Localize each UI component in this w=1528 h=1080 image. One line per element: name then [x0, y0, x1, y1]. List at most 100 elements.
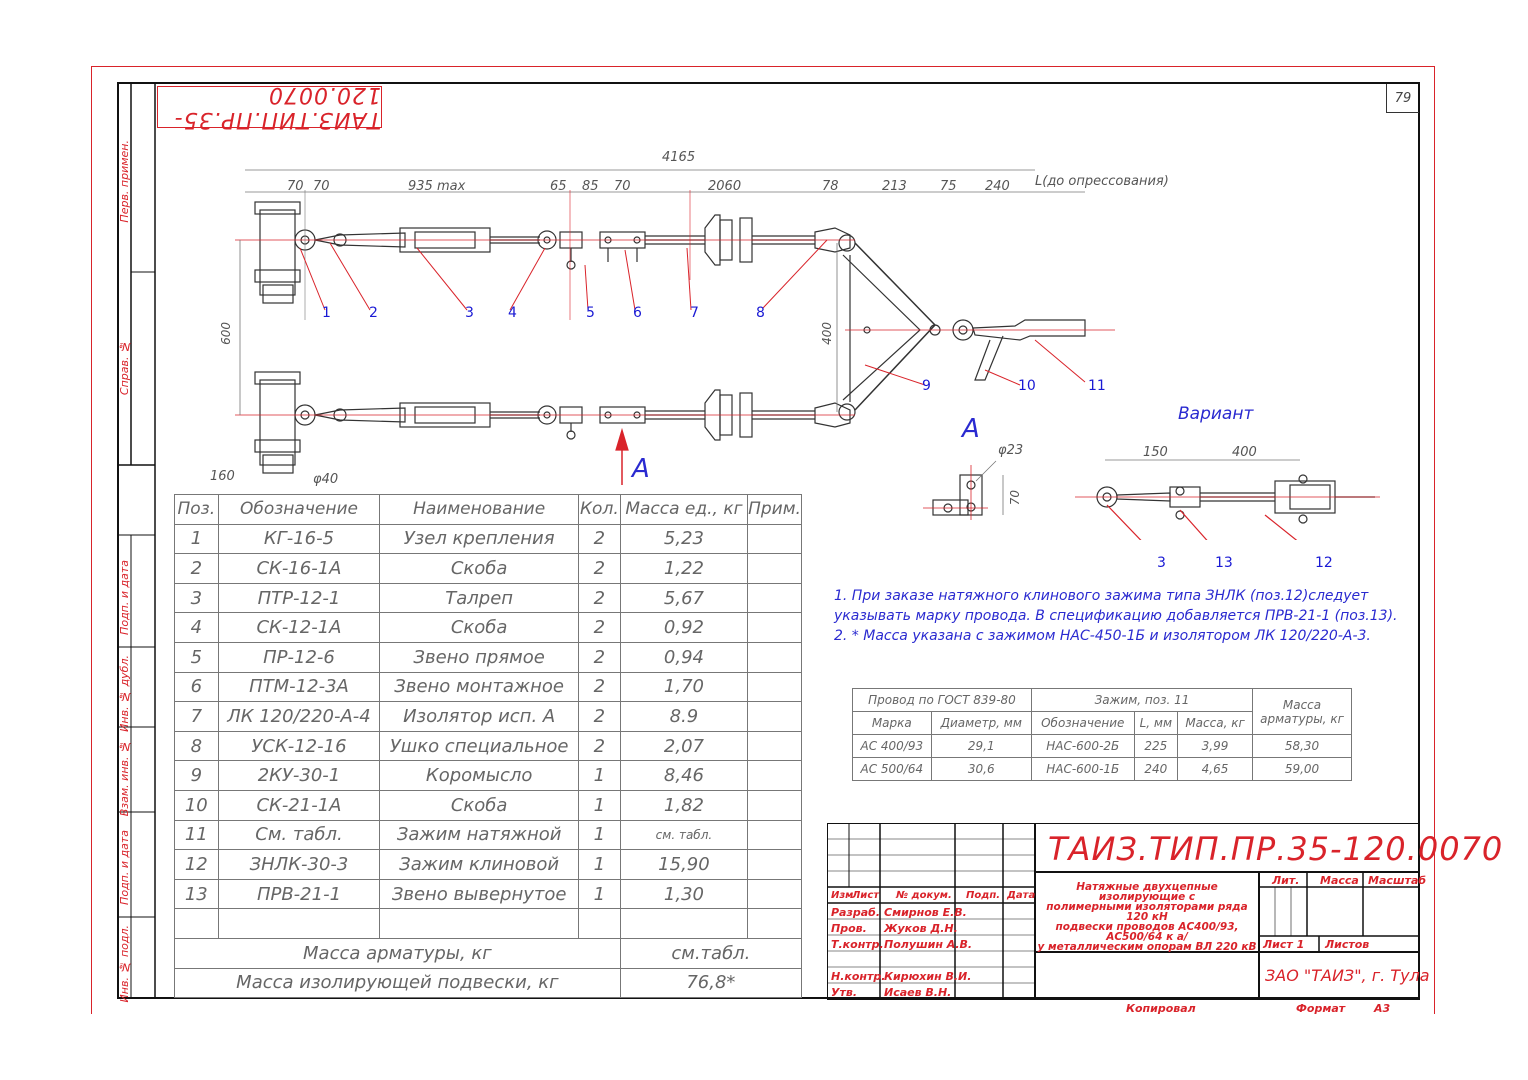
- vtab-sub-mark: Марка: [852, 711, 932, 735]
- spec-cell: 1,22: [619, 553, 749, 584]
- vtab-cell: 240: [1133, 757, 1179, 781]
- vtab-sub-code: Обозначение: [1030, 711, 1135, 735]
- callout-1: 1: [322, 305, 331, 321]
- spec-cell: 12: [174, 849, 219, 880]
- tb-h-date: Дата: [1007, 890, 1036, 901]
- spec-cell: 2КУ-30-1: [217, 760, 381, 791]
- vtab-cell: 225: [1133, 734, 1179, 758]
- callout-7: 7: [690, 305, 699, 321]
- spec-cell: [577, 908, 621, 939]
- variant-drawing: [1075, 459, 1380, 540]
- spec-cell: 2: [577, 730, 621, 762]
- variant-dim2: 400: [1232, 445, 1257, 460]
- vtab-cell: НАС-600-2Б: [1030, 734, 1135, 758]
- tb-lit: Лит.: [1272, 874, 1300, 887]
- spec-cell: Скоба: [379, 789, 579, 821]
- callout-9: 9: [922, 378, 931, 394]
- tb-h-doc: № докум.: [896, 890, 952, 901]
- callout-6: 6: [633, 305, 642, 321]
- spec-cell: Ушко специальное: [379, 730, 579, 762]
- view-a-arrow-label: A: [632, 454, 650, 484]
- spec-cell: 2: [577, 671, 621, 703]
- callout-3: 3: [465, 305, 474, 321]
- spec-cell: [217, 908, 381, 939]
- spec-cell: [747, 553, 802, 584]
- variant-title: Вариант: [1178, 404, 1254, 424]
- spec-h-mass: Масса ед., кг: [619, 494, 749, 525]
- spec-cell: [747, 789, 802, 821]
- spec-cell: 2: [577, 612, 621, 643]
- dim-overall: 4165: [662, 150, 696, 165]
- title-code: ТАИЗ.ТИП.ПР.35-120.0070: [1048, 830, 1504, 868]
- view-a-dim: 70: [1008, 490, 1022, 506]
- spec-cell: 2: [577, 523, 621, 555]
- spec-cell: Коромысло: [379, 760, 579, 791]
- spec-cell: ПТМ-12-3А: [217, 671, 381, 703]
- vtab-cell: 58,30: [1252, 734, 1352, 758]
- title-block-grid: [827, 823, 1420, 1000]
- tb-mass: Масса: [1320, 874, 1359, 887]
- spec-cell: 8: [174, 730, 219, 762]
- spec-cell: 4: [174, 612, 219, 643]
- callout-5: 5: [586, 305, 595, 321]
- spec-cell: [747, 523, 802, 555]
- tb-role-4: Утв.: [831, 986, 857, 999]
- wire-clamp-table: Провод по ГОСТ 839-80 Зажим, поз. 11 Мас…: [852, 688, 1352, 781]
- dim-dia: φ40: [313, 472, 339, 487]
- vtab-row: АС 400/93 29,1 НАС-600-2Б 225 3,99 58,30: [852, 734, 1352, 758]
- footer-copied: Копировал: [1126, 1002, 1196, 1015]
- spec-cell: 2: [174, 553, 219, 584]
- variant-callout-12: 12: [1315, 555, 1333, 571]
- dim-base: 160: [210, 469, 235, 484]
- dim-seg-4: 85: [582, 179, 599, 194]
- spec-cell: ПТР-12-1: [217, 582, 381, 614]
- strip-label-podp1: Подп. и дата: [118, 560, 131, 635]
- spec-h-code: Обозначение: [217, 494, 381, 525]
- title-desc-line: у металлическим опорам ВЛ 220 кВ: [1037, 941, 1257, 953]
- spec-h-name: Наименование: [379, 494, 579, 525]
- spec-cell: СК-21-1А: [217, 789, 381, 821]
- spec-cell: [747, 819, 802, 851]
- spec-cell: 8,46: [619, 760, 749, 791]
- vtab-sub-dia: Диаметр, мм: [930, 711, 1032, 735]
- spec-cell: 1: [577, 878, 621, 910]
- spec-h-qty: Кол.: [577, 494, 621, 525]
- specification-table: Поз. Обозначение Наименование Кол. Масса…: [174, 494, 803, 999]
- vtab-cell: НАС-600-1Б: [1030, 757, 1135, 781]
- vtab-group1: Провод по ГОСТ 839-80: [852, 688, 1032, 712]
- vtab-cell: АС 400/93: [852, 734, 932, 758]
- variant-dim1: 150: [1143, 445, 1168, 460]
- title-desc-line: полимерными изоляторами ряда 120 кН: [1046, 901, 1248, 923]
- view-a-detail: [923, 460, 1004, 520]
- tb-role-3: Н.контр.: [831, 970, 886, 983]
- stamp-code: ТАИЗ.ТИП.ПР.35-120.0070: [157, 82, 382, 132]
- spec-cell: ЗНЛК-30-3: [217, 849, 381, 880]
- spec-cell: 1: [577, 789, 621, 821]
- sheet-border: [91, 66, 1435, 1014]
- strip-label-inv-podl: Инв. № подл.: [118, 925, 131, 1003]
- dim-arm: 400: [820, 322, 834, 345]
- dim-seg-5: 70: [614, 179, 631, 194]
- vtab-cell: 3,99: [1177, 734, 1253, 758]
- dim-seg-6: 2060: [708, 179, 742, 194]
- page-number: 79: [1386, 84, 1419, 113]
- spec-cell: Изолятор исп. А: [379, 701, 579, 732]
- assembly-drawing: [235, 169, 1115, 485]
- spec-total-suspension-value: 76,8*: [619, 967, 803, 999]
- spec-total-armature-row: Масса арматуры, кг см.табл.: [174, 937, 803, 969]
- spec-cell: 8.9: [619, 701, 749, 732]
- tb-h-sign: Подп.: [966, 890, 1001, 901]
- spec-total-suspension-label: Масса изолирующей подвески, кг: [174, 967, 621, 999]
- spec-cell: [747, 878, 802, 910]
- drawing-frame: [117, 82, 1420, 999]
- note-line-3: 2. * Масса указана с зажимом НАС-450-1Б …: [834, 628, 1371, 644]
- spec-cell: 1: [577, 849, 621, 880]
- spec-cell: 10: [174, 789, 219, 821]
